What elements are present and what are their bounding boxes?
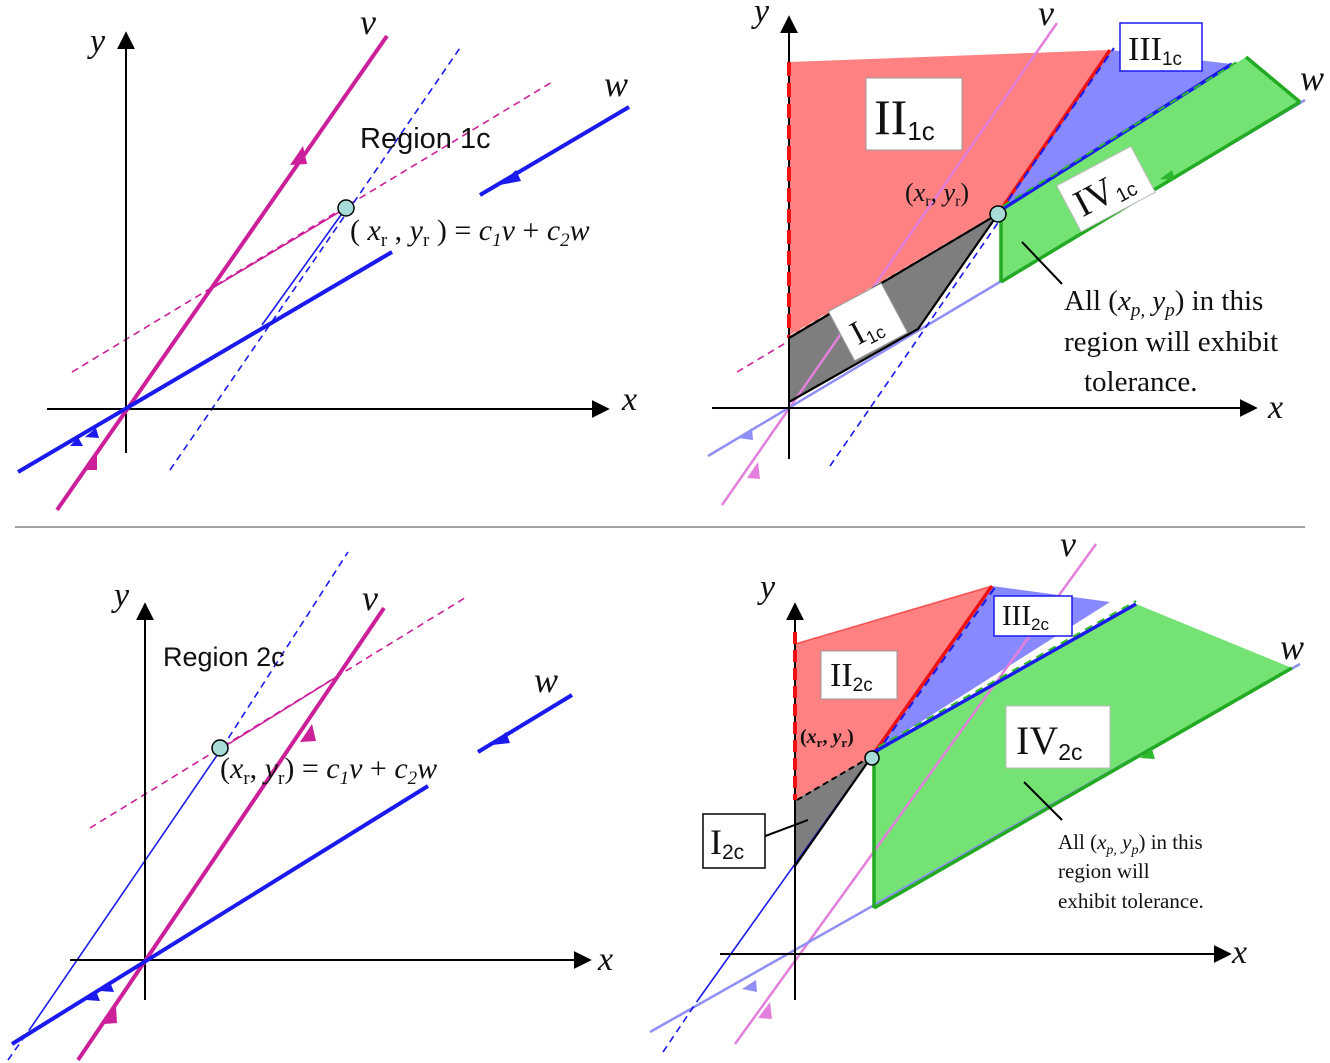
point-equation-label: (xr, yr) = c1v + c2w: [220, 752, 437, 789]
panel-region-2c: y x v w Region 2c (xr, yr) = c1v + c2w: [7, 551, 613, 1062]
w-arrow-head-lower: [742, 980, 757, 992]
reference-point: [864, 750, 880, 766]
note-pointer-line: [1023, 781, 1063, 821]
region-IV-2c-label: IV2c: [1016, 718, 1083, 765]
w-arrow-head-upper: [1160, 170, 1175, 180]
w-label: w: [534, 660, 558, 700]
tolerance-note: All (xp, yp) in this region will exhibit…: [1058, 830, 1208, 913]
y-axis-label: y: [111, 577, 130, 614]
region-III-1c-label-box: [1119, 22, 1203, 72]
v-arrow-head-lower: [104, 1006, 117, 1024]
x-axis-label: x: [1231, 934, 1247, 971]
w-label: w: [604, 64, 628, 104]
region-IV-1c-fill: [1001, 57, 1300, 282]
point-label: (xr, yr): [800, 726, 854, 750]
blue-dashed-boundary: [875, 585, 997, 755]
v-line: [76, 606, 386, 1062]
green-dashed-boundary: [877, 600, 1137, 748]
panel-region-1c: y x v w Region 1c ( xr , yr ) = c1v + c2…: [16, 2, 637, 512]
point-label: (xr, yr): [905, 178, 969, 210]
w-arrow-head-upper: [500, 170, 521, 185]
dashed-v-lower-line: [662, 999, 699, 1053]
w-arrow-head-lower-a: [86, 991, 100, 1001]
v-label: v: [1060, 524, 1076, 564]
tolerance-note: All (xp, yp) in this region will exhibit…: [1064, 285, 1286, 398]
w-arrow-head-lower-b: [100, 982, 114, 992]
region-IV-2c-label-box: [1005, 705, 1111, 769]
v-line: [55, 34, 389, 512]
w-arrow-head-upper: [1140, 749, 1155, 759]
blue-region-III-boundary: [873, 602, 1137, 754]
dashed-w-translate-line: [736, 340, 790, 373]
v-label: v: [362, 578, 378, 618]
v-arrow-head-upper: [290, 146, 307, 165]
v-line-faint: [720, 22, 1059, 506]
w-arrow-head-lower: [738, 428, 753, 440]
point-equation-label: ( xr , yr ) = c1v + c2w: [350, 214, 590, 251]
region-III-2c-label: III2c: [1002, 600, 1049, 634]
w-upper-segment: [478, 105, 631, 197]
reference-point: [989, 205, 1007, 223]
red-region-II-top-boundary: [794, 585, 993, 645]
red-region-II-boundary: [870, 584, 994, 758]
w-label: w: [1300, 58, 1324, 98]
reference-point: [211, 739, 229, 757]
note-pointer-line: [1021, 241, 1063, 285]
w-line: [10, 784, 430, 1046]
black-region-I-boundary: [788, 213, 999, 403]
v-label: v: [1038, 0, 1054, 33]
y-axis-label: y: [757, 569, 776, 606]
w-arrow-head-lower-b: [85, 428, 99, 438]
x-axis-label: x: [621, 381, 637, 418]
dashed-v-lower-line: [7, 1025, 33, 1061]
reference-point: [337, 199, 355, 217]
w-label: w: [1280, 627, 1304, 667]
y-axis-label: y: [751, 0, 770, 30]
w-arrow-head-lower-a: [70, 437, 83, 446]
dashed-w-translate-line: [71, 81, 553, 373]
black-dashed-boundary: [796, 755, 873, 801]
blue-dashed-boundary: [999, 47, 1115, 213]
w-arrow-head-upper: [492, 732, 510, 745]
region-I-pointer-line: [759, 819, 809, 839]
w-line: [16, 250, 394, 474]
green-dashed-boundary: [1002, 59, 1241, 207]
v-label: v: [360, 2, 376, 42]
thin-v-parallel-line: [31, 747, 223, 1027]
w-upper-segment: [476, 693, 574, 754]
region-II-2c-label-box: [820, 650, 898, 700]
region-IV-1c-label-box: [1056, 145, 1156, 233]
dashed-v-translate-line: [829, 213, 1005, 467]
thin-w-parallel-line: [261, 207, 347, 326]
region-title: Region 1c: [360, 123, 491, 155]
panel-regions-1c: II1c III1c IV1c I1c (xr, yr) y x v w All…: [707, 0, 1324, 506]
region-II-1c-label: II1c: [874, 89, 935, 146]
green-region-IV-top-boundary: [1244, 55, 1302, 104]
region-I-2c-label-box: [702, 813, 766, 869]
thin-v-parallel-line: [205, 207, 347, 293]
v-arrow-head-lower: [84, 452, 97, 470]
v-arrow-head-upper: [300, 724, 316, 742]
y-axis-label: y: [87, 23, 106, 60]
v-arrow-head-lower: [758, 1002, 772, 1019]
region-III-1c-label: III1c: [1128, 31, 1182, 70]
region-I-1c-label-box: [827, 282, 909, 362]
dashed-v-translate-line: [221, 551, 349, 749]
x-axis-label: x: [1267, 389, 1283, 426]
region-title: Region 2c: [163, 642, 285, 672]
v-arrow-head-lower: [747, 462, 760, 479]
dashed-v-translate-line: [169, 44, 463, 471]
x-axis-label: x: [597, 941, 613, 978]
black-region-I-boundary: [794, 755, 873, 867]
region-III-2c-label-box: [993, 595, 1073, 637]
region-I-2c-label: I2c: [710, 822, 744, 864]
thin-w-parallel-line: [221, 675, 339, 749]
panel-regions-2c: II2c III2c IV2c I2c (xr, yr) y x v w All…: [649, 524, 1304, 1053]
region-II-1c-label-box: [865, 77, 963, 151]
region-II-2c-label: II2c: [830, 657, 873, 696]
green-region-IV-lower-boundary: [873, 666, 1293, 910]
